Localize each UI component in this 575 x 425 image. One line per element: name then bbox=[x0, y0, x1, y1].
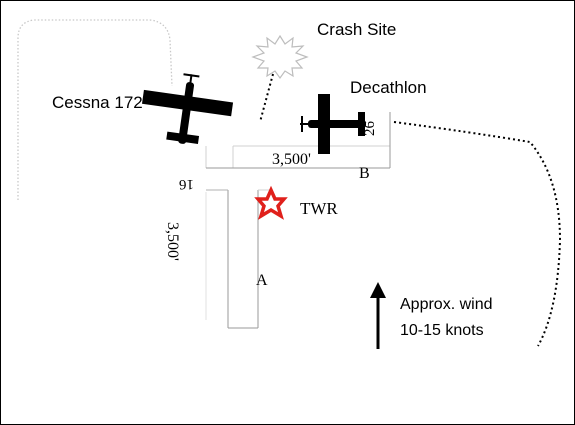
decathlon-label: Decathlon bbox=[350, 78, 427, 97]
runway-26-label: 26 bbox=[362, 121, 378, 137]
cessna-label: Cessna 172 bbox=[52, 93, 143, 112]
runway-16-34 bbox=[205, 146, 259, 329]
runway-08-26 bbox=[206, 112, 391, 191]
wind-label-line2: 10-15 knots bbox=[400, 322, 484, 339]
crash-path bbox=[259, 73, 274, 123]
cessna-airplane-icon bbox=[141, 73, 234, 144]
decathlon-airplane-icon bbox=[300, 94, 366, 154]
burst-icon bbox=[251, 34, 309, 80]
star-icon bbox=[254, 185, 288, 220]
decathlon-flight-path bbox=[393, 121, 562, 347]
runway-b-length-label: 3,500' bbox=[272, 151, 311, 168]
wind-label-line1: Approx. wind bbox=[400, 296, 493, 313]
crash-site-label: Crash Site bbox=[317, 20, 396, 39]
taxiway-b-label: B bbox=[359, 165, 370, 182]
taxiway-a-label: A bbox=[256, 272, 268, 289]
runway-a-length-label: 3,500' bbox=[164, 222, 181, 261]
runway-16-label: 16 bbox=[179, 176, 195, 192]
tower-label: TWR bbox=[300, 199, 338, 218]
arrow-up-icon bbox=[370, 282, 386, 349]
cessna-flight-path bbox=[17, 19, 173, 200]
